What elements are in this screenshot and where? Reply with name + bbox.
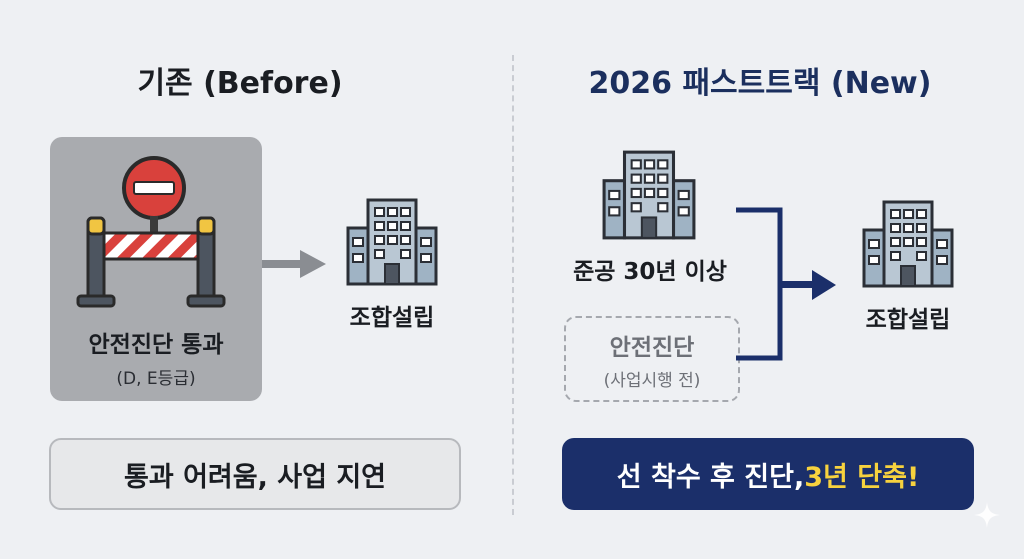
dashed-label: 안전진단 xyxy=(609,335,695,361)
banner-main-text: 선 착수 후 진단, xyxy=(616,461,805,493)
building-icon xyxy=(346,198,438,286)
before-summary-banner: 통과 어려움, 사업 지연 xyxy=(49,438,461,510)
new-title: 2026 패스트트랙 (New) xyxy=(588,66,932,101)
no-entry-icon xyxy=(122,156,186,234)
result-building-icon xyxy=(862,200,954,288)
new-summary-banner: 선 착수 후 진단, 3년 단축! xyxy=(562,438,974,510)
box-sublabel: (D, E등급) xyxy=(116,369,196,389)
before-title: 기존 (Before) xyxy=(137,66,343,101)
left-result-label: 조합설립 xyxy=(349,305,435,331)
old-building-icon xyxy=(602,150,696,240)
sparkle-icon xyxy=(974,502,1000,528)
dashed-sublabel: (사업시행 전) xyxy=(603,371,701,391)
arrow-right-icon xyxy=(262,250,326,278)
right-result-label: 조합설립 xyxy=(865,307,951,333)
merge-arrow-icon xyxy=(736,207,836,361)
building-age-label: 준공 30년 이상 xyxy=(573,259,727,285)
box-label: 안전진단 통과 xyxy=(88,332,224,358)
barrier-icon xyxy=(76,156,226,308)
banner-highlight-text: 3년 단축! xyxy=(804,461,920,493)
center-divider xyxy=(512,55,514,515)
